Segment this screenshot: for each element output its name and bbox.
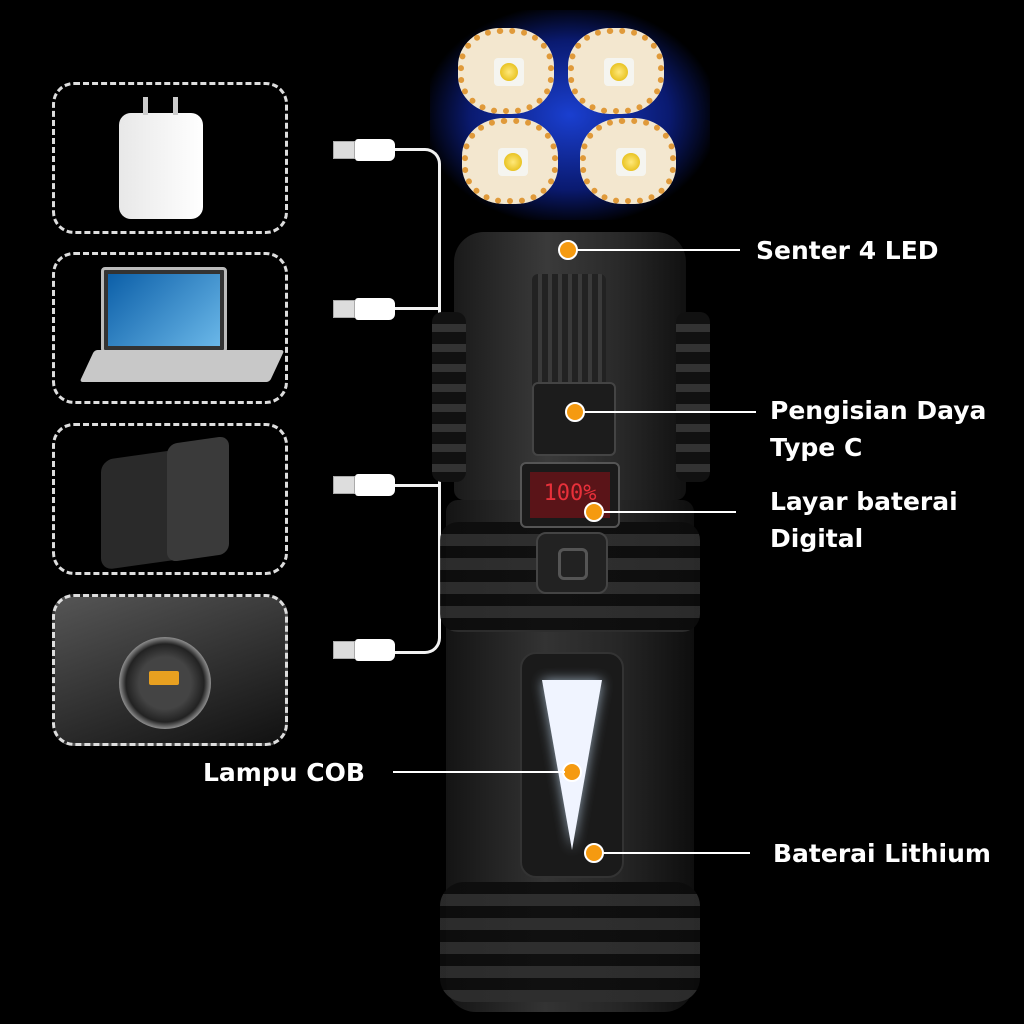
led-chip-icon <box>580 118 676 204</box>
callout-dot <box>584 502 604 522</box>
callout-dot <box>584 843 604 863</box>
label-screen-line2: Digital <box>770 524 864 553</box>
label-led: Senter 4 LED <box>756 236 939 265</box>
callout-line <box>393 771 565 773</box>
power-button[interactable] <box>536 532 608 594</box>
usb-plug-icon <box>333 474 401 496</box>
callout-dot <box>558 240 578 260</box>
label-typec-line1: Pengisian Daya <box>770 396 987 425</box>
label-typec-line2: Type C <box>770 433 863 462</box>
callout-line <box>584 411 756 413</box>
charger-icon <box>119 113 203 219</box>
charging-cable <box>395 484 441 487</box>
source-box-car-charger <box>52 594 288 746</box>
label-screen-line1: Layar baterai <box>770 487 958 516</box>
source-box-charger <box>52 82 288 234</box>
usb-plug-icon <box>333 298 401 320</box>
callout-line <box>602 511 736 513</box>
source-box-laptop <box>52 252 288 404</box>
led-chip-icon <box>458 28 554 114</box>
power-icon <box>558 548 588 580</box>
callout-dot <box>565 402 585 422</box>
callout-line <box>602 852 750 854</box>
battery-percent: 100% <box>530 472 610 518</box>
usb-plug-icon <box>333 639 401 661</box>
charging-cable <box>395 307 441 310</box>
led-chip-icon <box>462 118 558 204</box>
led-chip-icon <box>568 28 664 114</box>
callout-dot <box>562 762 582 782</box>
source-box-power-bank <box>52 423 288 575</box>
usb-plug-icon <box>333 139 401 161</box>
label-cob: Lampu COB <box>203 758 365 787</box>
flashlight: 100% <box>432 232 710 1014</box>
laptop-icon <box>101 267 227 353</box>
digital-display: 100% <box>520 462 620 528</box>
label-screen: Layar baterai Digital <box>770 483 958 557</box>
label-typec: Pengisian Daya Type C <box>770 392 986 466</box>
callout-line <box>576 249 740 251</box>
label-battery: Baterai Lithium <box>773 839 991 868</box>
